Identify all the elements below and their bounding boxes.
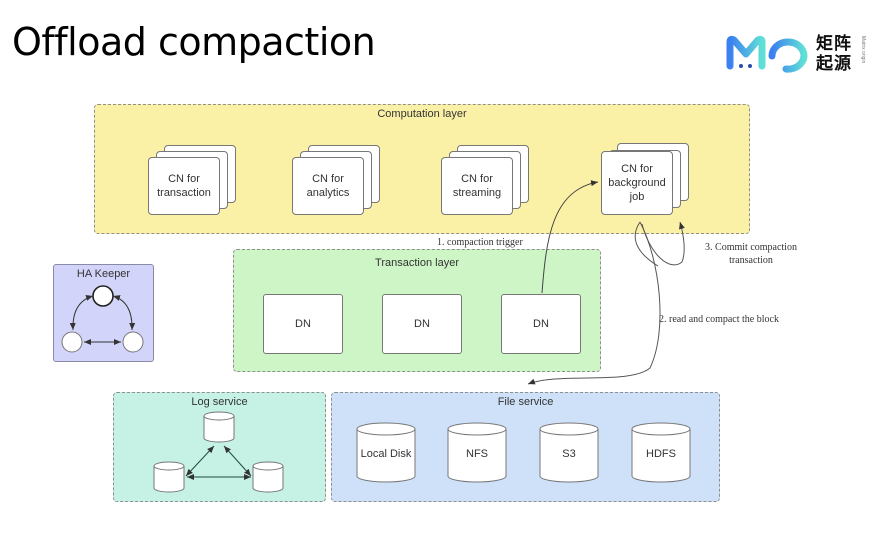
log-link-arrow	[185, 445, 215, 477]
log-replica-cylinder-icon	[153, 461, 185, 493]
database-cylinder-icon	[631, 422, 691, 483]
storage-hdfs: HDFS	[631, 422, 691, 484]
commit-compaction-arrow	[641, 221, 685, 266]
cn-role: transaction	[157, 187, 211, 199]
database-cylinder-icon	[539, 422, 599, 483]
mo-logo-mark-icon	[726, 35, 808, 73]
cn-streaming-node: CN for streaming	[441, 145, 529, 217]
cn-label: CN for	[312, 173, 344, 185]
transaction-layer-label: Transaction layer	[375, 257, 459, 269]
log-replica-cylinder-icon	[252, 461, 284, 493]
file-service-label: File service	[497, 396, 554, 408]
ha-node-leader	[92, 285, 114, 307]
cn-label: CN for	[621, 163, 653, 175]
dn-node: DN	[501, 294, 581, 354]
log-service-label: Log service	[191, 396, 248, 408]
storage-label: Local Disk	[360, 448, 412, 460]
logo-chinese-line2: 起源	[816, 54, 852, 73]
read-compact-loop	[634, 221, 659, 267]
storage-nfs: NFS	[447, 422, 507, 484]
ha-keeper-label: HA Keeper	[76, 268, 131, 280]
ha-node	[61, 331, 83, 353]
step2-annotation: 2. read and compact the block	[659, 314, 779, 325]
log-replica-cylinder-icon	[203, 411, 235, 443]
step1-annotation: 1. compaction trigger	[437, 237, 523, 248]
logo-chinese-text: 矩阵 起源	[816, 34, 852, 74]
cn-role: streaming	[452, 187, 502, 199]
computation-layer-label: Computation layer	[377, 108, 467, 120]
storage-label: S3	[562, 448, 576, 460]
slide-title: Offload compaction	[12, 20, 376, 64]
step3-annotation: 3. Commit compaction transaction	[696, 241, 806, 267]
cn-role: background	[608, 177, 666, 189]
storage-s3: S3	[539, 422, 599, 484]
cn-role-cont: job	[629, 191, 645, 203]
database-cylinder-icon	[447, 422, 507, 483]
database-cylinder-icon	[356, 422, 416, 483]
storage-label: HDFS	[646, 448, 676, 460]
dn-node: DN	[263, 294, 343, 354]
storage-local-disk: Local Disk	[356, 422, 416, 484]
ha-keeper-cluster	[61, 285, 144, 353]
ha-node	[122, 331, 144, 353]
ha-link-arrow	[69, 295, 94, 331]
cn-analytics-node: CN for analytics	[292, 145, 380, 217]
ha-link-arrow	[112, 295, 136, 331]
read-compact-arrow	[527, 221, 661, 385]
logo-side-text: Matrix origin	[860, 36, 866, 64]
compaction-trigger-arrow	[541, 180, 599, 294]
cn-transaction-node: CN for transaction	[148, 145, 236, 217]
logo-chinese-line1: 矩阵	[816, 34, 852, 53]
log-replicas	[153, 411, 284, 493]
cn-label: CN for	[168, 173, 200, 185]
step3-line2: transaction	[729, 255, 773, 266]
matrixorigin-logo: 矩阵 起源 Matrix origin	[724, 30, 874, 80]
cn-role: analytics	[306, 187, 350, 199]
log-link-arrow	[223, 445, 252, 477]
storage-label: NFS	[466, 448, 488, 460]
cn-label: CN for	[461, 173, 493, 185]
cn-background-job-node: CN for background job	[601, 143, 689, 217]
log-service: Log service	[113, 392, 326, 502]
step3-line1: 3. Commit compaction	[705, 242, 797, 253]
dn-node: DN	[382, 294, 462, 354]
